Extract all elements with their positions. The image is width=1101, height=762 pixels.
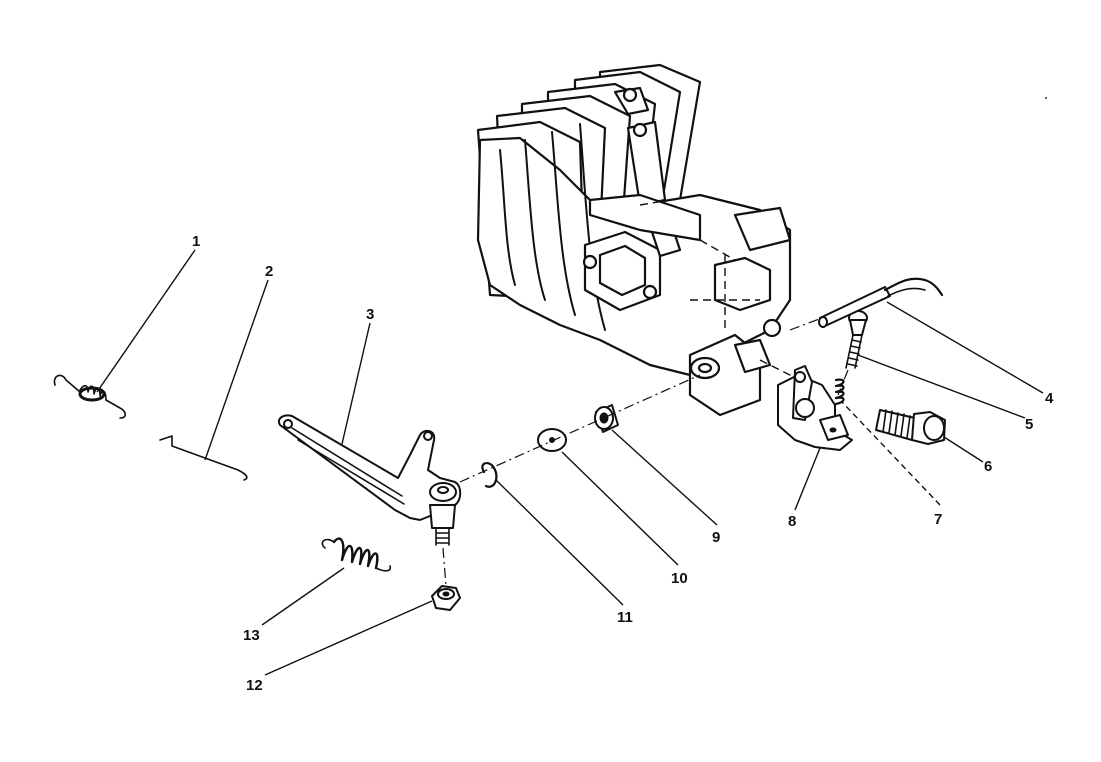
part-5-screw	[845, 310, 868, 369]
callout-1: 1	[192, 233, 200, 250]
part-12-nut	[431, 585, 461, 611]
part-6-bolt	[875, 409, 946, 445]
part-9-bushing	[594, 404, 619, 433]
callout-5: 5	[1025, 416, 1033, 433]
part-1-small-spring	[53, 374, 127, 419]
part-10-washer	[537, 428, 567, 452]
part-3-governor-lever	[278, 414, 462, 546]
callout-8: 8	[788, 513, 796, 530]
callout-13: 13	[243, 627, 260, 644]
part-4-choke-rod	[818, 277, 944, 328]
callout-10: 10	[671, 570, 688, 587]
callout-7: 7	[934, 511, 942, 528]
leader-lines	[96, 249, 1044, 676]
part-2-link-rod	[159, 435, 248, 481]
callout-4: 4	[1045, 390, 1054, 407]
engine-block	[476, 63, 801, 417]
callout-6: 6	[984, 458, 992, 475]
callout-3: 3	[366, 306, 374, 323]
part-8-throttle-bracket	[777, 365, 853, 451]
part-11-e-clip	[481, 462, 498, 488]
callout-9: 9	[712, 529, 720, 546]
callout-12: 12	[246, 677, 263, 694]
speck	[1045, 97, 1047, 99]
callout-labels: 1 2 3 4 5 6 7 8 9 10 11 12 13	[192, 233, 1054, 694]
callout-2: 2	[265, 263, 273, 280]
callout-11: 11	[617, 609, 633, 626]
assembly-axes	[442, 317, 849, 587]
part-13-spring	[321, 537, 392, 572]
